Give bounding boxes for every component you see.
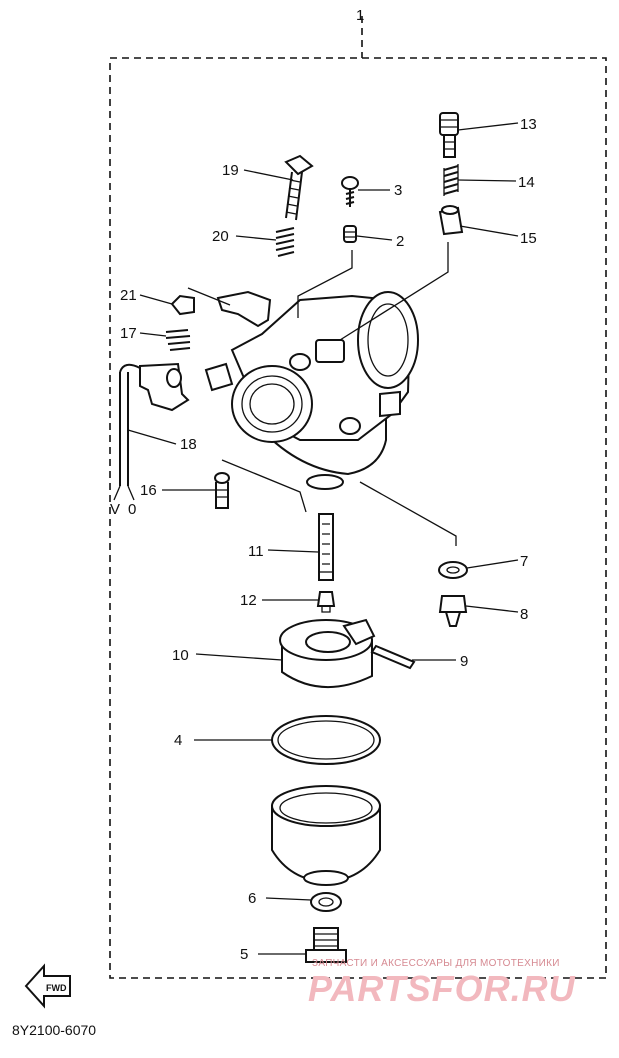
part-14-spring: [443, 164, 459, 196]
callout-4: 4: [174, 732, 182, 749]
part-21-cap: [170, 294, 195, 316]
part-18-cable: [113, 362, 190, 501]
callout-7: 7: [520, 553, 528, 570]
part-16-screw: [214, 472, 230, 509]
callout-6: 6: [248, 890, 256, 907]
part-7-washer: [438, 561, 468, 579]
callout-3: 3: [394, 182, 402, 199]
part-5-drain-bolt: [305, 927, 347, 963]
part-3-screw: [341, 176, 359, 207]
callout-10: 10: [172, 647, 189, 664]
callout-2: 2: [396, 233, 404, 250]
watermark-logo: PARTSFOR.RU: [308, 968, 576, 1009]
callout-20: 20: [212, 228, 229, 245]
callout-9: 9: [460, 653, 468, 670]
callout-8: 8: [520, 606, 528, 623]
callout-17: 17: [120, 325, 137, 342]
callout-19: 19: [222, 162, 239, 179]
part-6-washer: [310, 892, 342, 912]
wire-label-left: V: [110, 501, 120, 518]
callout-13: 13: [520, 116, 537, 133]
callout-5: 5: [240, 946, 248, 963]
part-19-screw: [284, 154, 314, 221]
part-9-float-pin: [370, 644, 416, 670]
part-11-needle-jet: [318, 513, 334, 581]
callout-21: 21: [120, 287, 137, 304]
part-15-needle: [438, 205, 464, 236]
part-20-spring: [275, 227, 295, 257]
fwd-arrow-icon: FWD: [24, 963, 71, 1009]
part-13-jet: [439, 112, 459, 158]
watermark-tagline: ЗАПЧАСТИ И АКСЕССУАРЫ ДЛЯ МОТОТЕХНИКИ: [312, 958, 560, 969]
float-bowl: [271, 785, 381, 886]
assembly-boundary: [109, 16, 607, 979]
callout-15: 15: [520, 230, 537, 247]
callout-16: 16: [140, 482, 157, 499]
wire-label-right: 0: [128, 501, 136, 518]
carburetor-body: [204, 290, 419, 490]
part-4-gasket: [271, 715, 381, 765]
fwd-label: FWD: [46, 983, 67, 993]
diagram-code: 8Y2100-6070: [12, 1022, 97, 1038]
callout-14: 14: [518, 174, 535, 191]
part-10-float: [279, 618, 376, 688]
part-8-valve-seat: [438, 595, 468, 627]
part-12-main-jet: [316, 591, 336, 613]
callout-12: 12: [240, 592, 257, 609]
callout-18: 18: [180, 436, 197, 453]
callout-1: 1: [356, 7, 364, 24]
part-2-nut: [343, 225, 357, 243]
callout-11: 11: [248, 543, 264, 560]
part-17-spring: [165, 329, 191, 351]
guide-lines: [187, 242, 457, 546]
